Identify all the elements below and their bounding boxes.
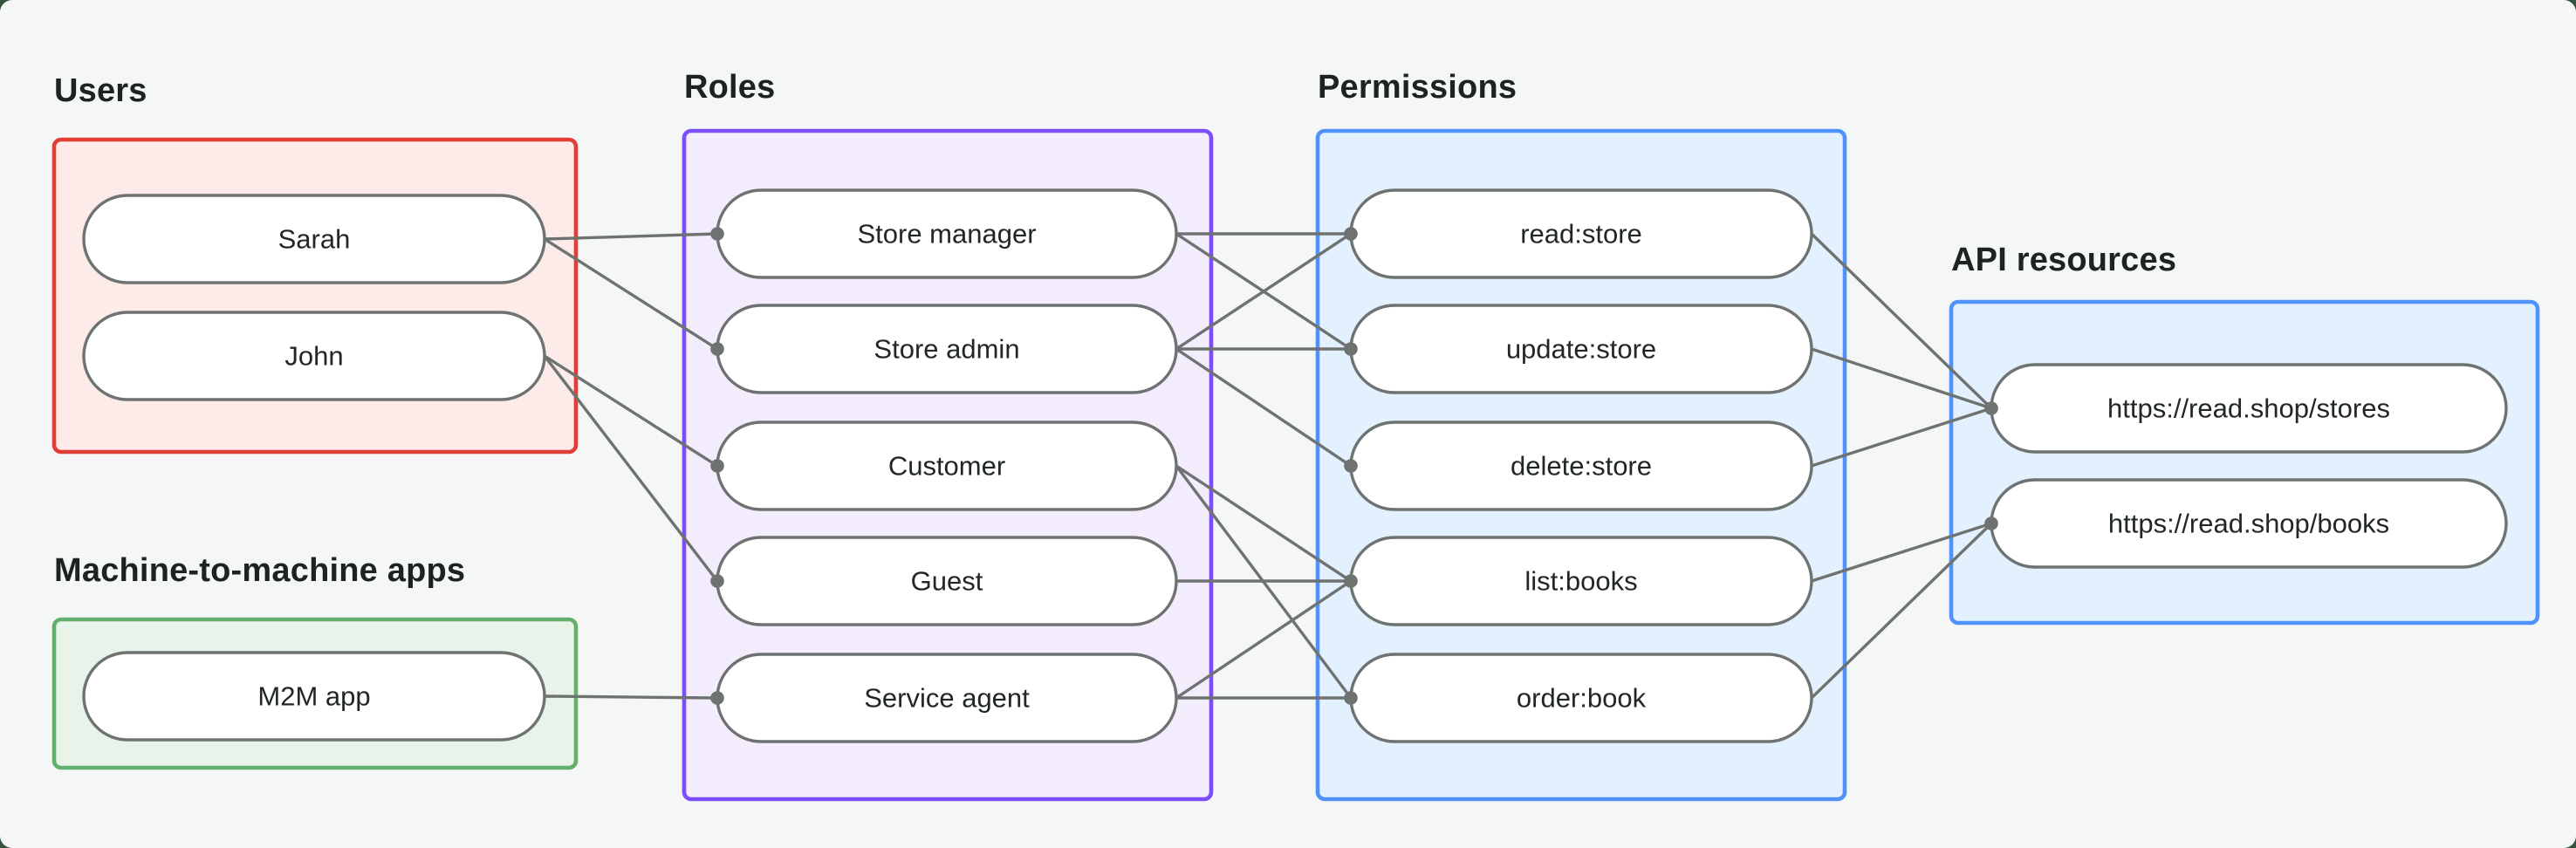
node-label-service-agent: Service agent — [864, 683, 1030, 714]
node-label-store-admin: Store admin — [874, 334, 1019, 365]
node-label-sarah: Sarah — [278, 224, 351, 255]
edge-store-admin-delete-store — [1175, 347, 1353, 468]
node-label-update-store: update:store — [1506, 334, 1656, 365]
edge-john-customer — [543, 354, 719, 468]
connection-dot-delete-store — [1344, 459, 1358, 473]
node-john — [82, 311, 546, 401]
edge-customer-list-books — [1175, 464, 1353, 583]
node-label-m2m-app: M2M app — [257, 681, 370, 712]
node-sarah — [82, 194, 546, 284]
api-group-box — [1949, 299, 2540, 626]
connection-dot-customer — [710, 459, 724, 473]
connection-dot-update-store — [1344, 342, 1358, 356]
edge-update-store-https-read-shop-stores — [1810, 347, 1993, 410]
connection-dot-read-store — [1344, 227, 1358, 241]
edge-delete-store-https-read-shop-stores — [1810, 407, 1993, 468]
node-m2m-app — [82, 651, 546, 742]
edge-john-guest — [543, 354, 719, 583]
edge-order-book-https-read-shop-books — [1810, 522, 1993, 700]
edge-list-books-https-read-shop-books — [1810, 522, 1993, 583]
edge-read-store-https-read-shop-stores — [1810, 232, 1993, 410]
connection-dot-service-agent — [710, 691, 724, 705]
node-label-john: John — [284, 341, 343, 372]
edge-sarah-store-admin — [543, 237, 719, 351]
node-label-list-books: list:books — [1524, 566, 1637, 597]
node-label-https-read-shop-books: https://read.shop/books — [2108, 509, 2389, 539]
node-label-https-read-shop-stores: https://read.shop/stores — [2107, 393, 2390, 424]
edge-service-agent-list-books — [1175, 579, 1353, 700]
roles-group-heading: Roles — [684, 69, 775, 106]
node-label-delete-store: delete:store — [1511, 451, 1652, 482]
node-label-order-book: order:book — [1517, 683, 1647, 714]
node-label-read-store: read:store — [1520, 219, 1642, 250]
edge-store-admin-read-store — [1175, 232, 1353, 351]
permissions-group-heading: Permissions — [1318, 69, 1517, 106]
node-label-customer: Customer — [888, 451, 1005, 482]
connection-dot-store-admin — [710, 342, 724, 356]
connection-dot-guest — [710, 574, 724, 588]
edge-m2m-app-service-agent — [543, 694, 719, 700]
edge-sarah-store-manager — [543, 232, 719, 241]
m2m-group-heading: Machine-to-machine apps — [54, 552, 465, 589]
connection-dot-store-manager — [710, 227, 724, 241]
node-label-guest: Guest — [911, 566, 983, 597]
connection-dot-order-book — [1344, 691, 1358, 705]
connection-dot-https-read-shop-stores — [1984, 401, 1998, 415]
api-group-heading: API resources — [1951, 242, 2176, 278]
node-label-store-manager: Store manager — [857, 219, 1036, 250]
users-group-heading: Users — [54, 72, 147, 109]
connection-dot-https-read-shop-books — [1984, 516, 1998, 530]
users-group-box — [51, 137, 579, 455]
connection-dot-list-books — [1344, 574, 1358, 588]
